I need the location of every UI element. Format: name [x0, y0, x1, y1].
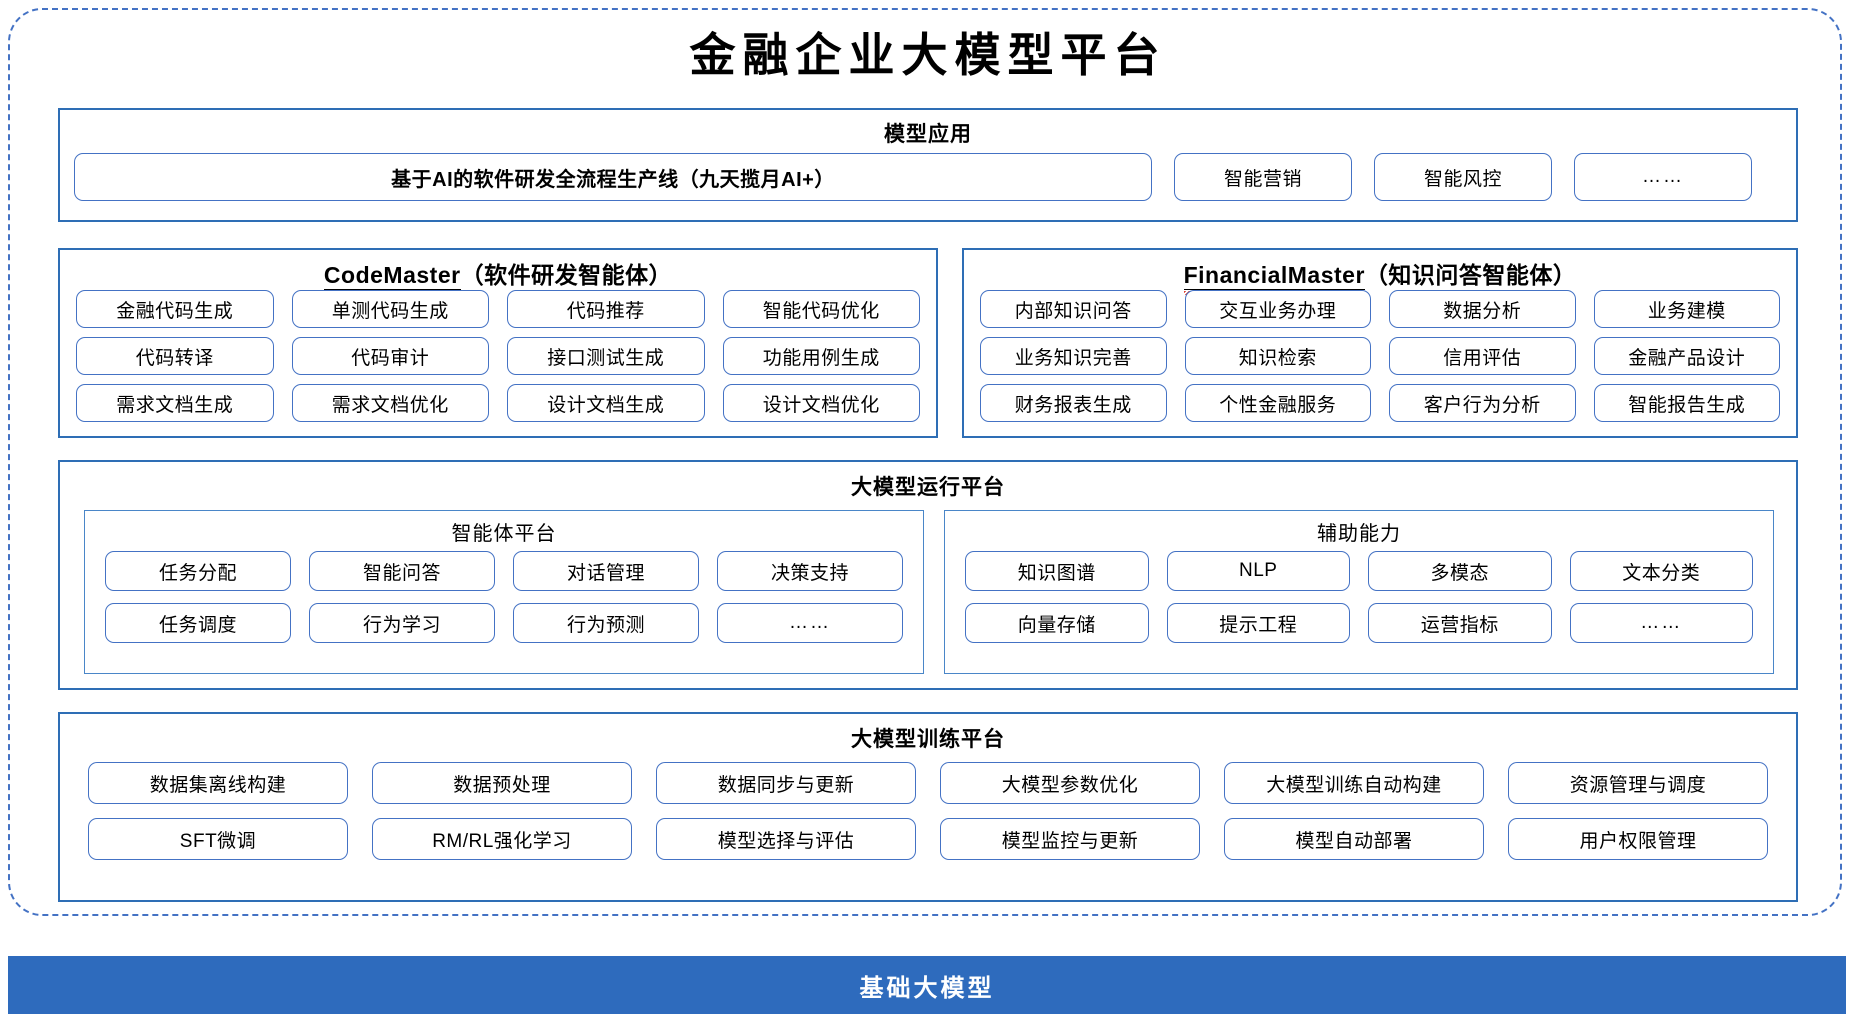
aux-capability-grid: 知识图谱 NLP 多模态 文本分类 向量存储 提示工程 运营指标 ……: [965, 551, 1753, 643]
financialmaster-item[interactable]: 信用评估: [1389, 337, 1576, 375]
agent-platform-item[interactable]: 智能问答: [309, 551, 495, 591]
aux-capability-item-more[interactable]: ……: [1569, 603, 1753, 643]
financialmaster-item[interactable]: 智能报告生成: [1593, 384, 1780, 422]
training-item[interactable]: 大模型参数优化: [940, 762, 1200, 804]
training-item[interactable]: RM/RL强化学习: [372, 818, 632, 860]
codemaster-item[interactable]: 智能代码优化: [722, 290, 920, 328]
app-item-more[interactable]: ……: [1574, 153, 1752, 201]
agent-platform-item[interactable]: 行为预测: [513, 603, 699, 643]
app-banner-ai-sdlc[interactable]: 基于AI的软件研发全流程生产线（九天揽月AI+）: [74, 153, 1152, 201]
aux-capability-item[interactable]: 运营指标: [1368, 603, 1552, 643]
aux-capability-item[interactable]: 向量存储: [965, 603, 1149, 643]
codemaster-item[interactable]: 设计文档生成: [507, 384, 705, 422]
section-training-platform: 大模型训练平台 数据集离线构建 数据预处理 数据同步与更新 大模型参数优化 大模…: [58, 712, 1798, 902]
section-title-financialmaster: FinancialMaster（知识问答智能体）: [964, 256, 1796, 295]
section-runtime-platform: 大模型运行平台 智能体平台 任务分配 智能问答 对话管理 决策支持 任务调度 行…: [58, 460, 1798, 690]
app-item-smart-risk-control[interactable]: 智能风控: [1374, 153, 1552, 201]
aux-capability-row-1: 知识图谱 NLP 多模态 文本分类: [965, 551, 1753, 591]
codemaster-item[interactable]: 需求文档优化: [291, 384, 489, 422]
agent-platform-row-2: 任务调度 行为学习 行为预测 ……: [105, 603, 903, 643]
financialmaster-item[interactable]: 知识检索: [1184, 337, 1371, 375]
aux-capability-item[interactable]: NLP: [1166, 551, 1350, 591]
codemaster-item[interactable]: 接口测试生成: [507, 337, 705, 375]
financialmaster-item[interactable]: 业务建模: [1593, 290, 1780, 328]
agent-platform-item[interactable]: 任务分配: [105, 551, 291, 591]
training-row-1: 数据集离线构建 数据预处理 数据同步与更新 大模型参数优化 大模型训练自动构建 …: [88, 762, 1768, 804]
financialmaster-item[interactable]: 数据分析: [1389, 290, 1576, 328]
agent-platform-grid: 任务分配 智能问答 对话管理 决策支持 任务调度 行为学习 行为预测 ……: [105, 551, 903, 643]
codemaster-item[interactable]: 代码转译: [76, 337, 274, 375]
training-row-2: SFT微调 RM/RL强化学习 模型选择与评估 模型监控与更新 模型自动部署 用…: [88, 818, 1768, 860]
section-financialmaster: FinancialMaster（知识问答智能体） 内部知识问答 交互业务办理 数…: [962, 248, 1798, 438]
codemaster-row-3: 需求文档生成 需求文档优化 设计文档生成 设计文档优化: [76, 384, 920, 422]
codemaster-item[interactable]: 设计文档优化: [722, 384, 920, 422]
agent-platform-item[interactable]: 决策支持: [717, 551, 903, 591]
section-codemaster: CodeMaster（软件研发智能体） 金融代码生成 单测代码生成 代码推荐 智…: [58, 248, 938, 438]
subsection-aux-capability: 辅助能力 知识图谱 NLP 多模态 文本分类 向量存储 提示工程 运营指标 ……: [944, 510, 1774, 674]
aux-capability-item[interactable]: 提示工程: [1166, 603, 1350, 643]
codemaster-item[interactable]: 单测代码生成: [291, 290, 489, 328]
codemaster-item[interactable]: 代码审计: [291, 337, 489, 375]
financialmaster-item[interactable]: 个性金融服务: [1184, 384, 1371, 422]
section-title-runtime-platform: 大模型运行平台: [851, 476, 1005, 499]
financialmaster-row-3: 财务报表生成 个性金融服务 客户行为分析 智能报告生成: [980, 384, 1780, 422]
aux-capability-row-2: 向量存储 提示工程 运营指标 ……: [965, 603, 1753, 643]
codemaster-chinese-label: （软件研发智能体）: [460, 262, 673, 288]
section-model-application: 模型应用 基于AI的软件研发全流程生产线（九天揽月AI+） 智能营销 智能风控 …: [58, 108, 1798, 222]
financialmaster-item[interactable]: 财务报表生成: [980, 384, 1167, 422]
training-item[interactable]: 模型选择与评估: [656, 818, 916, 860]
training-item[interactable]: SFT微调: [88, 818, 348, 860]
codemaster-item[interactable]: 功能用例生成: [722, 337, 920, 375]
agent-platform-item[interactable]: 对话管理: [513, 551, 699, 591]
section-title-training-platform: 大模型训练平台: [851, 728, 1005, 751]
model-application-row: 基于AI的软件研发全流程生产线（九天揽月AI+） 智能营销 智能风控 ……: [74, 153, 1782, 201]
financialmaster-item[interactable]: 金融产品设计: [1593, 337, 1780, 375]
codemaster-item[interactable]: 代码推荐: [507, 290, 705, 328]
section-title-model-application: 模型应用: [884, 123, 972, 146]
financialmaster-item[interactable]: 交互业务办理: [1184, 290, 1371, 328]
agent-platform-row-1: 任务分配 智能问答 对话管理 决策支持: [105, 551, 903, 591]
financialmaster-row-1: 内部知识问答 交互业务办理 数据分析 业务建模: [980, 290, 1780, 328]
training-item[interactable]: 大模型训练自动构建: [1224, 762, 1484, 804]
codemaster-item[interactable]: 需求文档生成: [76, 384, 274, 422]
aux-capability-item[interactable]: 知识图谱: [965, 551, 1149, 591]
aux-capability-item[interactable]: 文本分类: [1569, 551, 1753, 591]
codemaster-row-1: 金融代码生成 单测代码生成 代码推荐 智能代码优化: [76, 290, 920, 328]
financialmaster-grid: 内部知识问答 交互业务办理 数据分析 业务建模 业务知识完善 知识检索 信用评估…: [980, 290, 1780, 422]
subsection-title-agent-platform: 智能体平台: [451, 523, 557, 545]
aux-capability-item[interactable]: 多模态: [1368, 551, 1552, 591]
app-item-smart-marketing[interactable]: 智能营销: [1174, 153, 1352, 201]
subsection-title-aux-capability: 辅助能力: [1317, 523, 1401, 545]
codemaster-row-2: 代码转译 代码审计 接口测试生成 功能用例生成: [76, 337, 920, 375]
training-item[interactable]: 资源管理与调度: [1508, 762, 1768, 804]
section-title-codemaster: CodeMaster（软件研发智能体）: [60, 256, 936, 295]
training-item[interactable]: 模型监控与更新: [940, 818, 1200, 860]
training-item[interactable]: 用户权限管理: [1508, 818, 1768, 860]
financialmaster-item[interactable]: 内部知识问答: [980, 290, 1167, 328]
financialmaster-english-label: FinancialMaster: [1183, 262, 1366, 295]
subsection-agent-platform: 智能体平台 任务分配 智能问答 对话管理 决策支持 任务调度 行为学习 行为预测…: [84, 510, 924, 674]
base-model-bar: 基础大模型: [8, 956, 1846, 1014]
training-item[interactable]: 数据预处理: [372, 762, 632, 804]
training-item[interactable]: 数据集离线构建: [88, 762, 348, 804]
training-item[interactable]: 数据同步与更新: [656, 762, 916, 804]
agent-platform-item[interactable]: 任务调度: [105, 603, 291, 643]
outer-dashed-frame: [8, 8, 1842, 916]
training-platform-grid: 数据集离线构建 数据预处理 数据同步与更新 大模型参数优化 大模型训练自动构建 …: [88, 762, 1768, 860]
training-item[interactable]: 模型自动部署: [1224, 818, 1484, 860]
agent-platform-item-more[interactable]: ……: [717, 603, 903, 643]
page-title: 金融企业大模型平台: [689, 30, 1167, 81]
financialmaster-item[interactable]: 客户行为分析: [1389, 384, 1576, 422]
codemaster-item[interactable]: 金融代码生成: [76, 290, 274, 328]
codemaster-grid: 金融代码生成 单测代码生成 代码推荐 智能代码优化 代码转译 代码审计 接口测试…: [76, 290, 920, 422]
financialmaster-item[interactable]: 业务知识完善: [980, 337, 1167, 375]
agent-platform-item[interactable]: 行为学习: [309, 603, 495, 643]
financialmaster-chinese-label: （知识问答智能体）: [1364, 262, 1577, 288]
financialmaster-row-2: 业务知识完善 知识检索 信用评估 金融产品设计: [980, 337, 1780, 375]
codemaster-english-label: CodeMaster: [323, 262, 461, 295]
